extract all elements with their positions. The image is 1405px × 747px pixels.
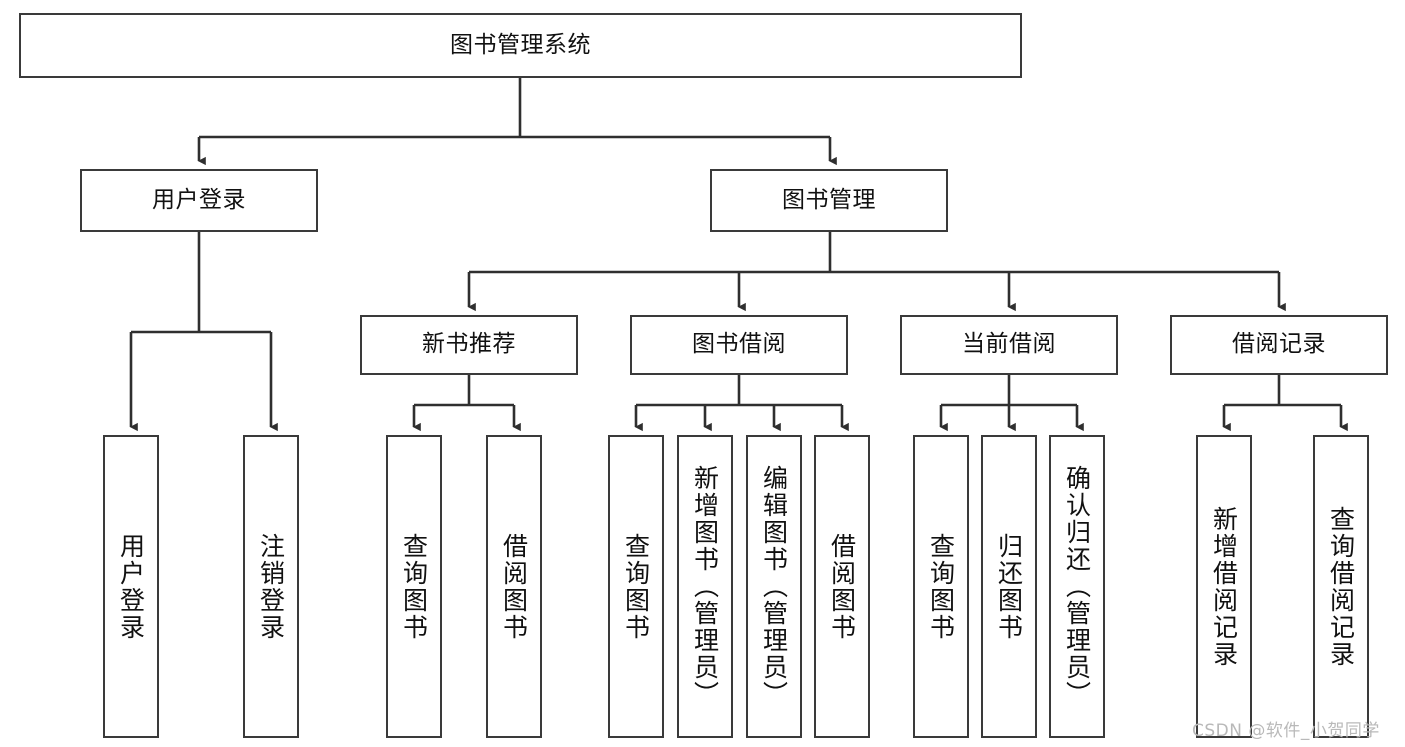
node-borrow-record[interactable]: 借阅记录 <box>1170 315 1388 375</box>
node-leaf-return-book[interactable]: 归还图书 <box>981 435 1037 738</box>
node-borrow-record-label: 借阅记录 <box>1232 331 1326 358</box>
node-book-borrow[interactable]: 图书借阅 <box>630 315 848 375</box>
node-leaf-logout-login-label: 注销登录 <box>256 532 286 641</box>
node-leaf-borrow-book-1[interactable]: 借阅图书 <box>486 435 542 738</box>
node-leaf-query-book-3[interactable]: 查询图书 <box>913 435 969 738</box>
node-leaf-return-book-label: 归还图书 <box>994 532 1024 641</box>
node-book-management-label: 图书管理 <box>782 186 876 213</box>
node-leaf-query-book-2-label: 查询图书 <box>621 532 651 641</box>
node-leaf-query-book-1[interactable]: 查询图书 <box>386 435 442 738</box>
node-new-book-recommend-label: 新书推荐 <box>422 331 516 358</box>
node-user-login[interactable]: 用户登录 <box>80 169 318 232</box>
node-leaf-edit-book-admin[interactable]: 编辑图书（管理员） <box>746 435 802 738</box>
node-leaf-borrow-book-2[interactable]: 借阅图书 <box>814 435 870 738</box>
node-leaf-query-book-2[interactable]: 查询图书 <box>608 435 664 738</box>
node-leaf-user-login-label: 用户登录 <box>116 532 146 641</box>
node-new-book-recommend[interactable]: 新书推荐 <box>360 315 578 375</box>
node-leaf-query-borrow-record-label: 查询借阅记录 <box>1326 505 1356 668</box>
node-leaf-add-book-admin-label: 新增图书（管理员） <box>690 465 720 708</box>
node-leaf-confirm-return-admin[interactable]: 确认归还（管理员） <box>1049 435 1105 738</box>
node-root[interactable]: 图书管理系统 <box>19 13 1022 78</box>
node-root-label: 图书管理系统 <box>450 31 591 58</box>
node-leaf-add-book-admin[interactable]: 新增图书（管理员） <box>677 435 733 738</box>
node-leaf-borrow-book-1-label: 借阅图书 <box>499 532 529 641</box>
node-book-borrow-label: 图书借阅 <box>692 331 786 358</box>
node-book-management[interactable]: 图书管理 <box>710 169 948 232</box>
node-user-login-label: 用户登录 <box>152 186 246 213</box>
node-leaf-add-borrow-record-label: 新增借阅记录 <box>1209 505 1239 668</box>
node-leaf-confirm-return-admin-label: 确认归还（管理员） <box>1062 465 1092 708</box>
node-leaf-query-borrow-record[interactable]: 查询借阅记录 <box>1313 435 1369 738</box>
node-leaf-add-borrow-record[interactable]: 新增借阅记录 <box>1196 435 1252 738</box>
node-leaf-edit-book-admin-label: 编辑图书（管理员） <box>759 465 789 708</box>
node-leaf-logout-login[interactable]: 注销登录 <box>243 435 299 738</box>
node-current-borrow-label: 当前借阅 <box>962 331 1056 358</box>
node-leaf-borrow-book-2-label: 借阅图书 <box>827 532 857 641</box>
node-leaf-query-book-1-label: 查询图书 <box>399 532 429 641</box>
node-current-borrow[interactable]: 当前借阅 <box>900 315 1118 375</box>
csdn-watermark: CSDN @软件_小贺同学 <box>1192 721 1380 741</box>
node-leaf-user-login[interactable]: 用户登录 <box>103 435 159 738</box>
node-leaf-query-book-3-label: 查询图书 <box>926 532 956 641</box>
